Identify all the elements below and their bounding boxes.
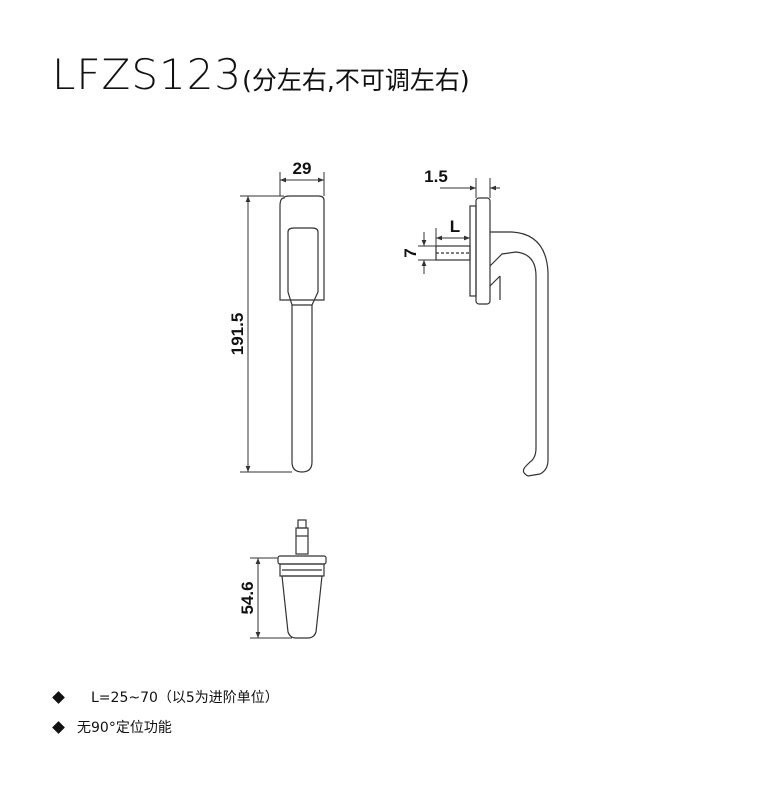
technical-drawing: 29 191.5 1.5 L 7	[228, 159, 549, 639]
spec-text: L=25~70（以5为进阶单位）	[91, 690, 279, 706]
spec-item: 无90°定位功能	[52, 712, 279, 742]
dim-plate-thickness	[440, 178, 500, 198]
dim-width-top	[279, 172, 325, 196]
spec-list: L=25~70（以5为进阶单位） 无90°定位功能	[52, 682, 279, 742]
model-number: LFZS123	[52, 50, 243, 99]
model-note: (分左右,不可调左右)	[242, 66, 470, 95]
dim-bottom-height	[250, 557, 292, 639]
dim-spindle-length-label: L	[450, 217, 460, 236]
side-view	[435, 197, 549, 477]
dim-width-top-label: 29	[293, 159, 312, 178]
dim-spindle-length	[435, 228, 470, 246]
dim-spindle-square-label: 7	[401, 248, 420, 257]
dim-plate-thickness-label: 1.5	[424, 167, 448, 186]
front-view	[279, 195, 325, 473]
diamond-bullet-icon	[52, 720, 65, 734]
dim-bottom-height-label: 54.6	[238, 581, 257, 614]
spec-text: 无90°定位功能	[77, 720, 172, 736]
page-title: LFZS123(分左右,不可调左右)	[52, 50, 470, 99]
bottom-view	[277, 519, 327, 639]
dim-spindle-square	[418, 232, 436, 274]
dim-overall-height-label: 191.5	[228, 313, 247, 356]
spec-item: L=25~70（以5为进阶单位）	[52, 682, 279, 712]
dim-overall-height	[240, 195, 292, 473]
diamond-bullet-icon	[52, 690, 65, 704]
